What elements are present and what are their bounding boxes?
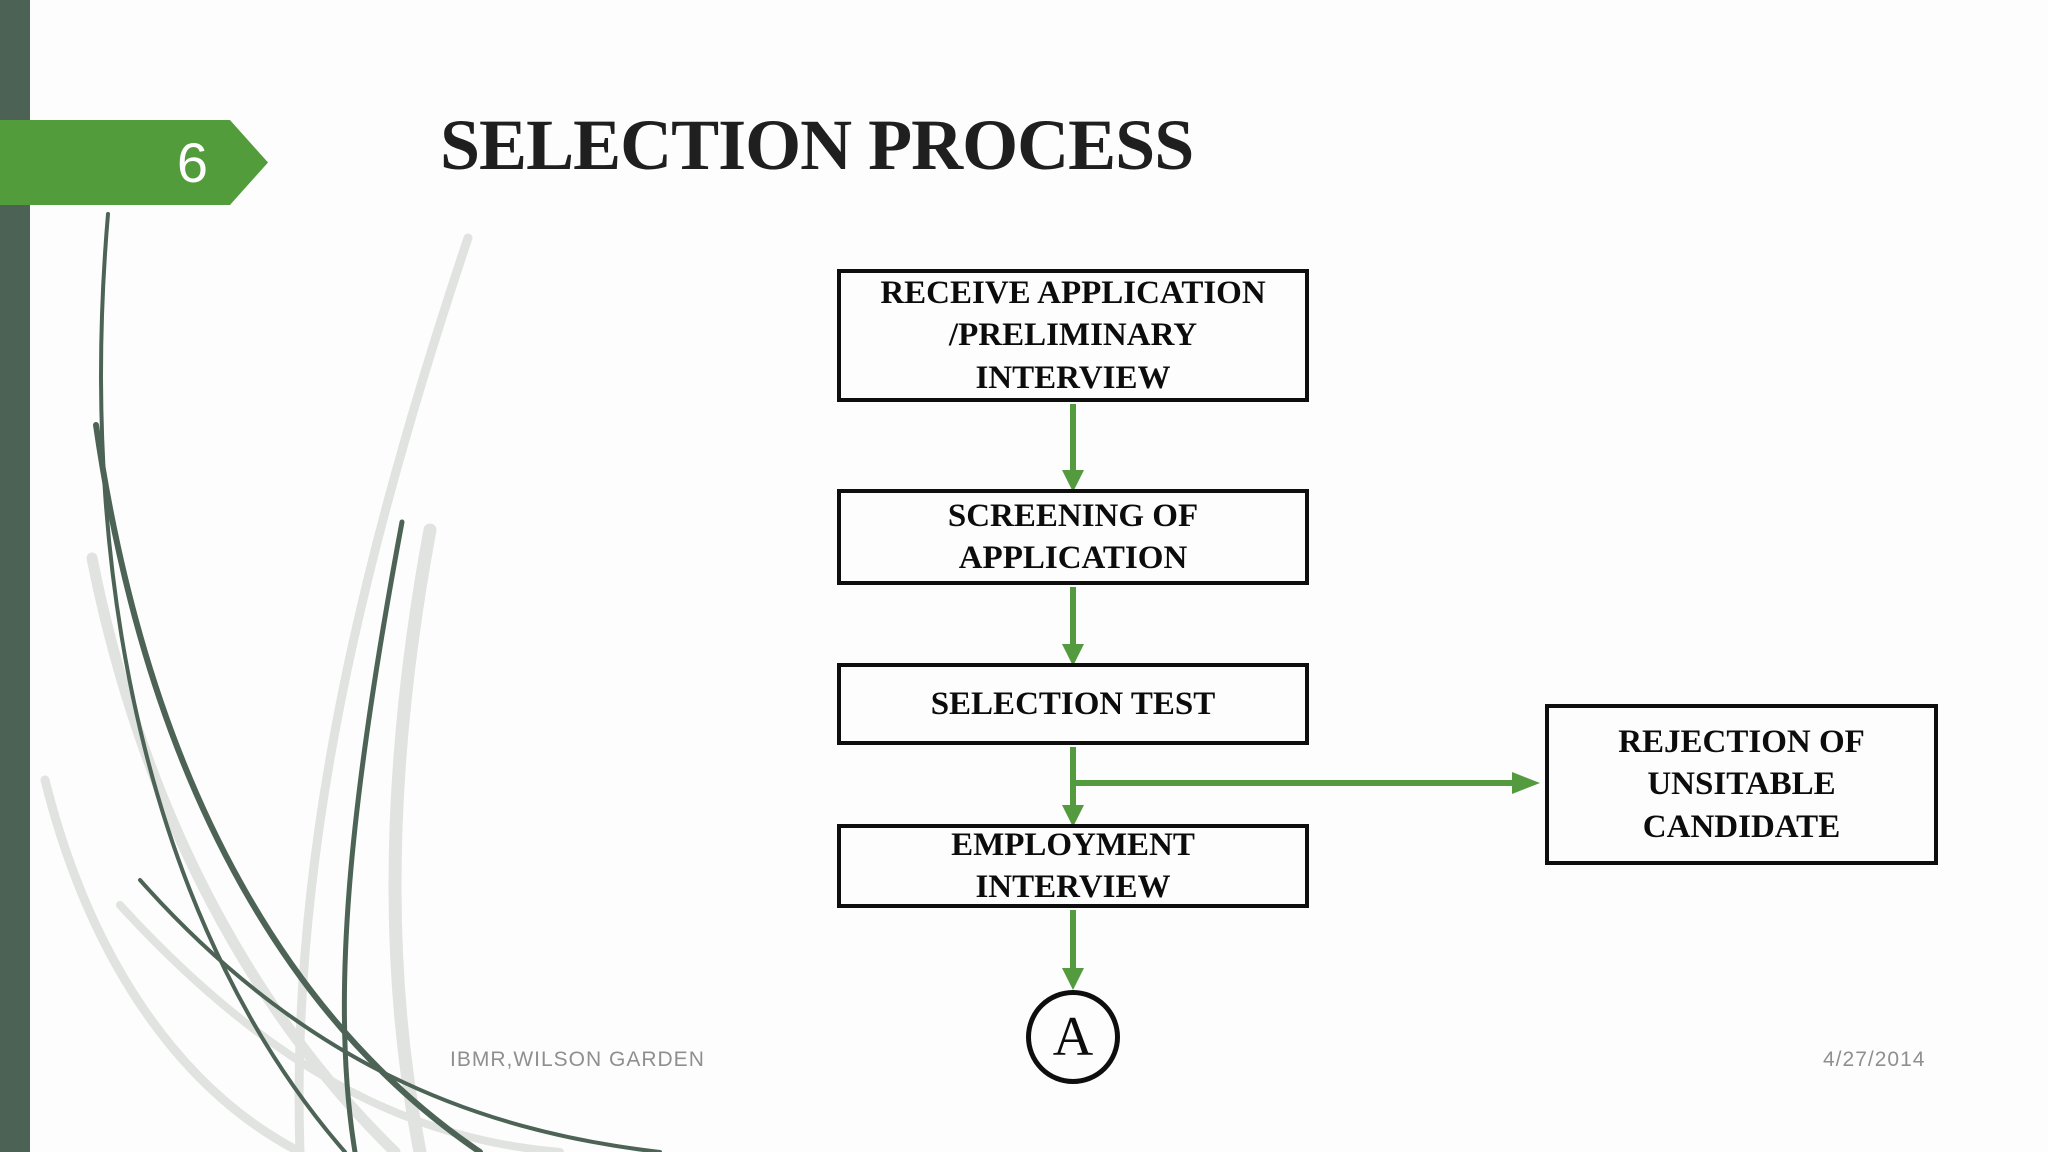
- grass-blade-dark: [93, 422, 483, 1152]
- flow-node-label: REJECTION OF UNSITABLE CANDIDATE: [1618, 724, 1865, 845]
- flow-connector-circle-a: A: [1026, 990, 1120, 1084]
- grass-blade-light: [40, 775, 305, 1152]
- grass-blade-light: [116, 901, 564, 1152]
- arrowhead-down-icon: [1062, 968, 1084, 990]
- slide-title: SELECTION PROCESS: [440, 105, 1194, 185]
- slide-number-banner: 6: [0, 120, 268, 205]
- flow-node-screening-of-application: SCREENING OF APPLICATION: [837, 489, 1309, 585]
- flow-node-rejection-of-unsuitable-candidate: REJECTION OF UNSITABLE CANDIDATE: [1545, 704, 1938, 865]
- flow-node-employment-interview: EMPLOYMENT INTERVIEW: [837, 824, 1309, 908]
- arrowhead-right-icon: [1512, 772, 1540, 794]
- flow-node-receive-application: RECEIVE APPLICATION /PRELIMINARY INTERVI…: [837, 269, 1309, 402]
- flow-node-label: RECEIVE APPLICATION /PRELIMINARY INTERVI…: [880, 275, 1266, 396]
- flow-node-label: SELECTION TEST: [930, 685, 1216, 722]
- grass-blade-dark: [341, 519, 405, 1152]
- grass-blade-dark: [99, 212, 347, 1152]
- connector-a-label: A: [1052, 1006, 1094, 1068]
- grass-blade-dark: [138, 878, 662, 1152]
- flow-node-selection-test: SELECTION TEST: [837, 663, 1309, 745]
- flow-node-label: SCREENING OF APPLICATION: [947, 497, 1199, 576]
- grass-blade-light: [86, 552, 401, 1152]
- slide-number: 6: [176, 130, 208, 194]
- footer-date-text: 4/27/2014: [1823, 1048, 1926, 1071]
- flow-node-label: EMPLOYMENT INTERVIEW: [951, 826, 1195, 905]
- grass-blade-light: [294, 233, 473, 1152]
- footer-organization-text: IBMR,WILSON GARDEN: [450, 1048, 705, 1071]
- grass-blade-light: [388, 523, 437, 1152]
